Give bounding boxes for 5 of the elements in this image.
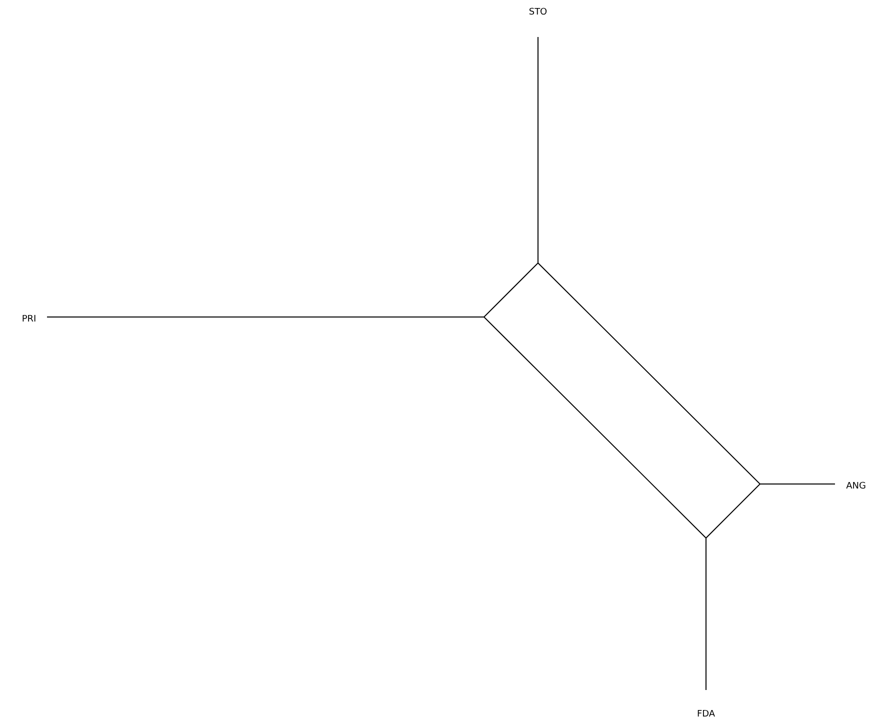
branch-line <box>46 316 484 318</box>
taxon-label: STO <box>528 8 548 18</box>
taxon-label: PRI <box>22 314 36 326</box>
taxon-label: FDA <box>696 710 716 720</box>
taxon-label: ANG <box>846 482 866 492</box>
